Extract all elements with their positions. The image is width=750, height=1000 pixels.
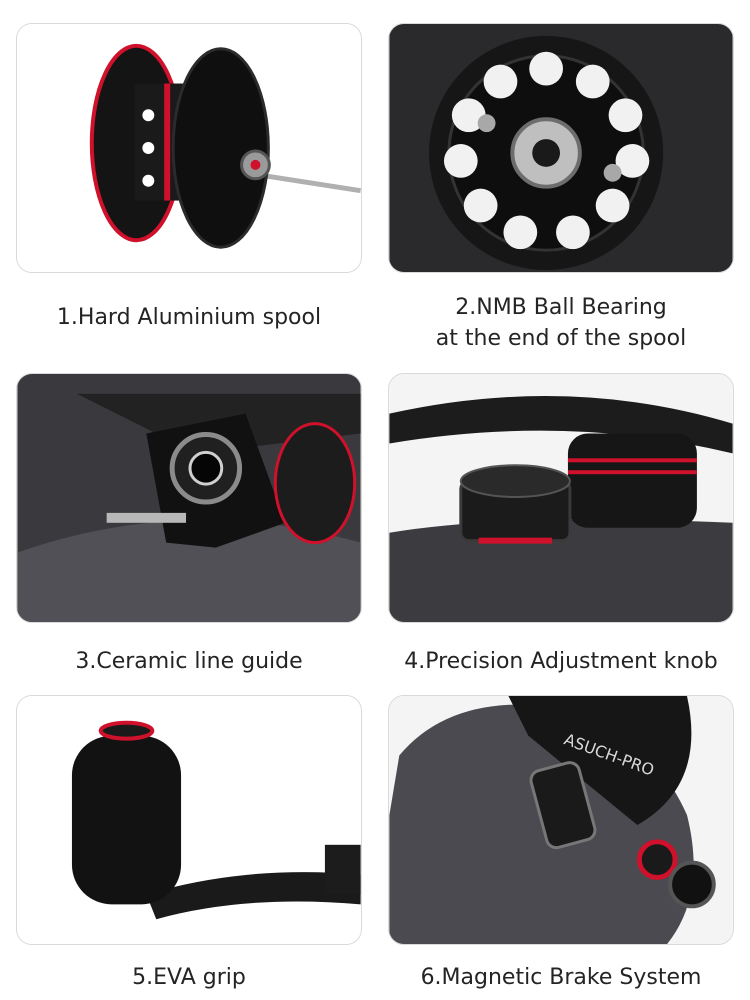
spool-photo-card	[16, 23, 362, 273]
bearing-caption: 2.NMB Ball Bearing at the end of the spo…	[388, 292, 734, 354]
adjustment-knob-photo	[389, 374, 733, 622]
adjustment-knob-caption: 4.Precision Adjustment knob	[404, 649, 718, 674]
line-guide-photo	[17, 374, 361, 622]
magnetic-brake-photo-card: ASUCH-PRO	[388, 695, 734, 945]
eva-grip-photo	[17, 696, 361, 944]
line-guide-photo-card	[16, 373, 362, 623]
bearing-caption-line-1: 2.NMB Ball Bearing	[455, 295, 667, 320]
eva-grip-photo-card	[16, 695, 362, 945]
line-guide-caption: 3.Ceramic line guide	[75, 649, 303, 674]
spool-caption: 1.Hard Aluminium spool	[56, 305, 322, 330]
spool-photo	[17, 24, 361, 272]
adjustment-knob-photo-card	[388, 373, 734, 623]
eva-grip-caption: 5.EVA grip	[132, 965, 246, 990]
magnetic-brake-caption: 6.Magnetic Brake System	[420, 965, 702, 990]
magnetic-brake-photo: ASUCH-PRO	[389, 696, 733, 944]
bearing-photo-card	[388, 23, 734, 273]
bearing-photo	[389, 24, 733, 272]
bearing-caption-line-2: at the end of the spool	[435, 326, 687, 351]
